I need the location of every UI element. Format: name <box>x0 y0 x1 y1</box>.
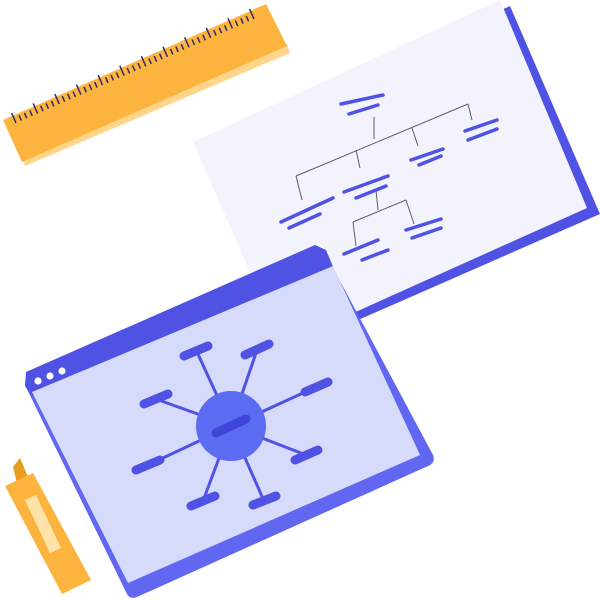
mind-map-window-titlebar <box>25 245 334 396</box>
mind-map-node <box>179 341 213 361</box>
ruler-tick <box>97 74 104 86</box>
window-control-dot <box>34 377 42 385</box>
ruler-tick <box>119 65 125 77</box>
mind-map-node <box>186 491 220 511</box>
ruler-tick <box>196 36 201 43</box>
org-chart-connectors <box>295 103 473 247</box>
ruler-tick <box>227 18 234 29</box>
mind-map-node <box>290 445 323 465</box>
ruler-tick <box>10 112 17 124</box>
ruler-tick <box>245 15 250 22</box>
ruler-tick <box>180 43 185 51</box>
org-chart-node-label <box>466 127 499 142</box>
highlighter <box>5 458 91 594</box>
ruler-tick <box>218 27 223 34</box>
org-chart-node-label <box>463 118 499 133</box>
ruler-tick <box>45 103 50 110</box>
ruler-tick <box>72 91 77 98</box>
ruler-tick <box>75 84 82 95</box>
ruler-tick <box>104 77 109 84</box>
org-chart-node-label <box>354 184 388 200</box>
ruler-tick <box>191 39 196 46</box>
org-chart-node-label <box>287 212 322 230</box>
window-control-dot <box>58 367 66 375</box>
ruler-tick <box>234 20 239 27</box>
mind-map-nodes <box>131 339 333 511</box>
ruler-tick <box>140 55 147 67</box>
ruler-tick <box>61 95 66 103</box>
org-chart-node-label <box>342 174 390 194</box>
ruler-tick <box>131 65 136 72</box>
ruler-tick <box>39 105 44 112</box>
mind-map-node <box>139 389 173 409</box>
ruler-tick <box>115 72 120 79</box>
org-chart-node-label <box>360 248 390 262</box>
ruler-tick <box>137 62 142 69</box>
org-chart-nodes <box>279 93 499 262</box>
ruler-tick <box>50 100 55 107</box>
mind-map-node <box>240 339 274 360</box>
ruler-body <box>3 4 287 162</box>
ruler-tick <box>32 103 39 114</box>
mind-map-node <box>248 491 281 510</box>
ruler-tick <box>110 74 115 81</box>
ruler-tick <box>83 86 88 93</box>
org-chart-node-label <box>347 103 380 116</box>
ruler-ticks <box>10 8 255 124</box>
ruler-tick <box>213 29 217 36</box>
org-chart-node-label <box>409 147 445 162</box>
highlighter-window <box>25 495 61 553</box>
ruler-tick <box>169 48 174 55</box>
ruler-tick <box>88 84 93 91</box>
ruler-tick <box>162 46 169 58</box>
ruler-tick <box>202 34 207 41</box>
ruler-tick <box>223 25 228 32</box>
org-chart-node-label <box>339 93 385 106</box>
ruler-tick <box>240 17 244 25</box>
ruler-tick <box>248 8 255 20</box>
ruler-tick <box>183 36 190 48</box>
mind-map-window <box>25 245 434 598</box>
mind-map-hub-label <box>211 414 251 438</box>
ruler-tick <box>18 114 23 121</box>
org-chart-node-label <box>417 154 443 167</box>
ruler-tick <box>126 67 131 74</box>
org-chart-node-label <box>404 217 443 232</box>
org-chart-node-label <box>279 196 335 224</box>
ruler-tick <box>29 110 33 117</box>
ruler-edge <box>22 44 290 166</box>
ruler-tick <box>175 46 179 53</box>
org-chart-node-label <box>410 226 443 240</box>
mind-map-node <box>300 377 333 397</box>
org-chart-node-label <box>342 238 380 256</box>
ruler-tick <box>94 81 98 88</box>
ruler-tick <box>158 53 163 60</box>
window-control-dot <box>46 372 54 380</box>
mind-map-node <box>131 455 165 475</box>
window-controls <box>34 367 66 385</box>
ruler-tick <box>153 55 158 62</box>
ruler <box>3 4 290 166</box>
ruler-tick <box>205 27 212 39</box>
ruler-tick <box>148 58 152 65</box>
ruler-tick <box>23 112 28 119</box>
ruler-tick <box>67 93 71 100</box>
ruler-tick <box>54 93 60 105</box>
